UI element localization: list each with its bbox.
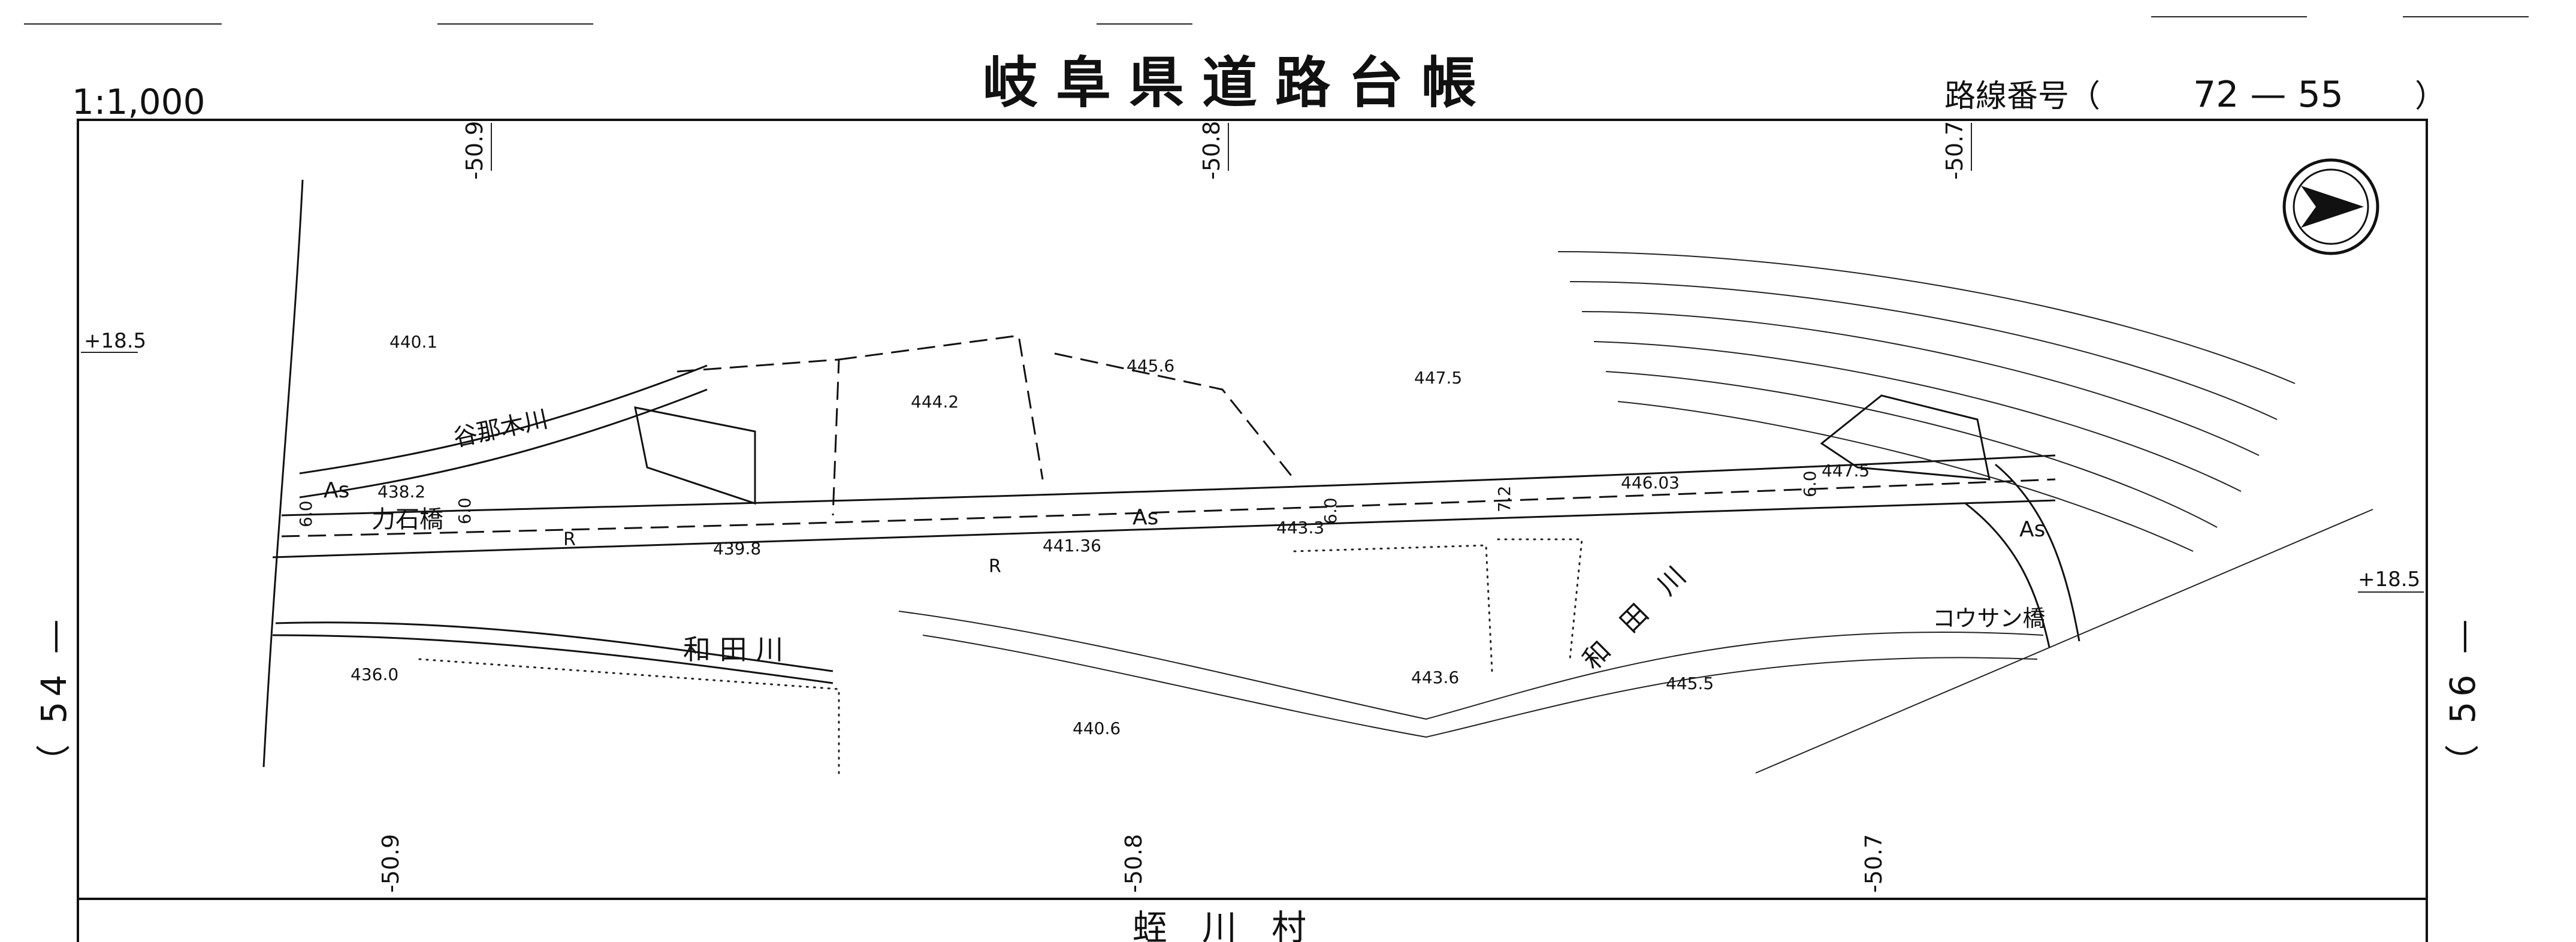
elevation-point: 439.8: [713, 539, 761, 558]
elevation-point: 446.03: [1621, 473, 1680, 493]
river-label: 和 田 川: [1577, 561, 1692, 676]
pavement-label: As: [2019, 517, 2045, 542]
scan-edge-lines: [24, 16, 2529, 25]
grid-label-top: -50.7: [1941, 121, 1968, 180]
hatched-areas: [634, 394, 1991, 505]
route-number-close: ）: [2415, 78, 2446, 114]
elevation-point: 447.5: [1822, 461, 1870, 481]
elevation-point: 436.0: [351, 665, 398, 684]
elevation-point: 440.6: [1073, 718, 1121, 738]
north-arrow-icon: [2282, 158, 2379, 255]
elevation-point: 441.36: [1043, 536, 1101, 555]
bridge-label: コウサン橋: [1932, 605, 2045, 632]
grid-label-bottom: -50.7: [1861, 834, 1887, 893]
width-marker: 6.0: [1321, 497, 1340, 524]
elevation-point: 443.3: [1276, 518, 1324, 538]
bridge-label: 力石橋: [372, 506, 443, 533]
elevation-point: 440.1: [389, 332, 437, 352]
map-frame: [77, 119, 2428, 900]
grid-label-bottom: -50.9: [378, 834, 404, 893]
parcel-outlines: [418, 334, 1583, 780]
grid-label-bottom: -50.8: [1121, 834, 1147, 893]
pavement-label: As: [324, 478, 349, 503]
route-number-label: 路線番号（: [1944, 78, 2100, 114]
elevation-point: 445.6: [1127, 356, 1174, 376]
grid-label-top: -50.9: [461, 121, 488, 180]
width-marker: 6.0: [1800, 470, 1820, 497]
grid-label-right: +18.5: [2358, 567, 2420, 591]
scale-label: 1:1,000: [72, 81, 205, 122]
elevation-point: 445.5: [1666, 674, 1714, 693]
contour-lines: [1557, 251, 2296, 552]
elevation-point: 444.2: [911, 392, 959, 412]
yanagi-river: [299, 364, 708, 499]
wada-river: [272, 611, 2044, 738]
river-label: 和 田 川: [683, 633, 783, 666]
route-number: 72 — 55: [2193, 74, 2344, 116]
width-marker: 6.0: [455, 497, 475, 524]
adjacent-sheet-left: （ 54 —: [34, 614, 74, 779]
river-label: 谷那木川: [451, 406, 551, 452]
village-name: 蛭 川 村: [1133, 907, 1306, 942]
elevation-point: 438.2: [378, 482, 425, 502]
elevation-point: 443.6: [1411, 668, 1459, 687]
width-marker: 7.2: [1494, 485, 1514, 512]
road-mark: R: [563, 529, 576, 550]
elevation-point: 447.5: [1414, 368, 1462, 388]
grid-label-top: -50.8: [1198, 121, 1225, 180]
page-title: 岐阜県道路台帳: [983, 51, 1494, 115]
adjacent-sheet-right: （ 56 —: [2442, 614, 2483, 779]
boundary-lines: [262, 179, 2373, 774]
pavement-label: As: [1133, 505, 1158, 530]
width-marker: 6.0: [296, 500, 316, 527]
road-mark: R: [989, 556, 1001, 577]
grid-label-left: +18.5: [84, 329, 146, 353]
